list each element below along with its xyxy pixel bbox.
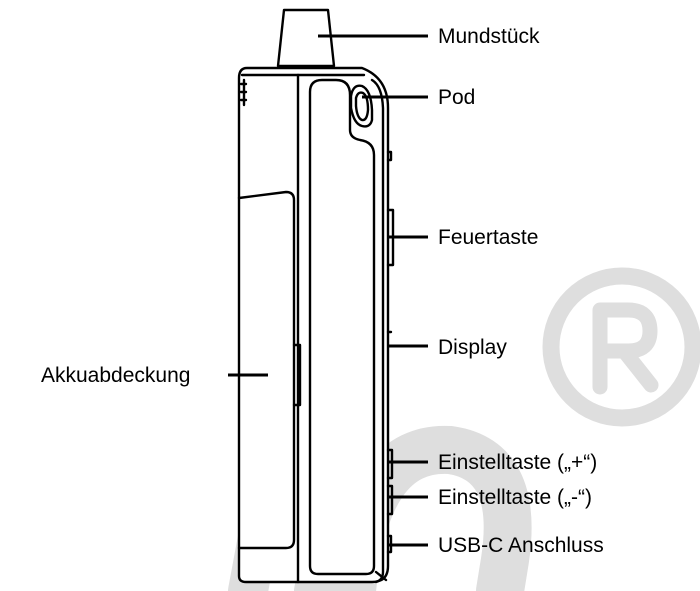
- pod-oval: [349, 84, 374, 128]
- watermark-registered-ring: [542, 267, 700, 427]
- pod-window: [308, 78, 376, 576]
- battery-cover-clip: [292, 343, 302, 407]
- mouthpiece-shape: [276, 8, 336, 68]
- label-einstelltaste-plus: Einstelltaste („+“): [438, 451, 598, 474]
- adjust-plus-button-shape: [386, 448, 394, 480]
- callout-lines: [228, 34, 428, 547]
- label-einstelltaste-minus: Einstelltaste („-“): [438, 486, 593, 509]
- label-akkuabdeckung: Akkuabdeckung: [41, 364, 191, 387]
- label-mundstueck: Mundstück: [438, 25, 540, 48]
- device-outline: [237, 8, 395, 584]
- watermark-registered-letter: [592, 302, 659, 395]
- adjust-minus-button-shape: [386, 484, 394, 516]
- label-feuertaste: Feuertaste: [438, 226, 539, 249]
- label-pod: Pod: [438, 86, 476, 109]
- label-display: Display: [438, 336, 507, 359]
- label-usb-c: USB-C Anschluss: [438, 534, 604, 557]
- battery-cover: [237, 190, 296, 550]
- device-shell: [237, 66, 390, 584]
